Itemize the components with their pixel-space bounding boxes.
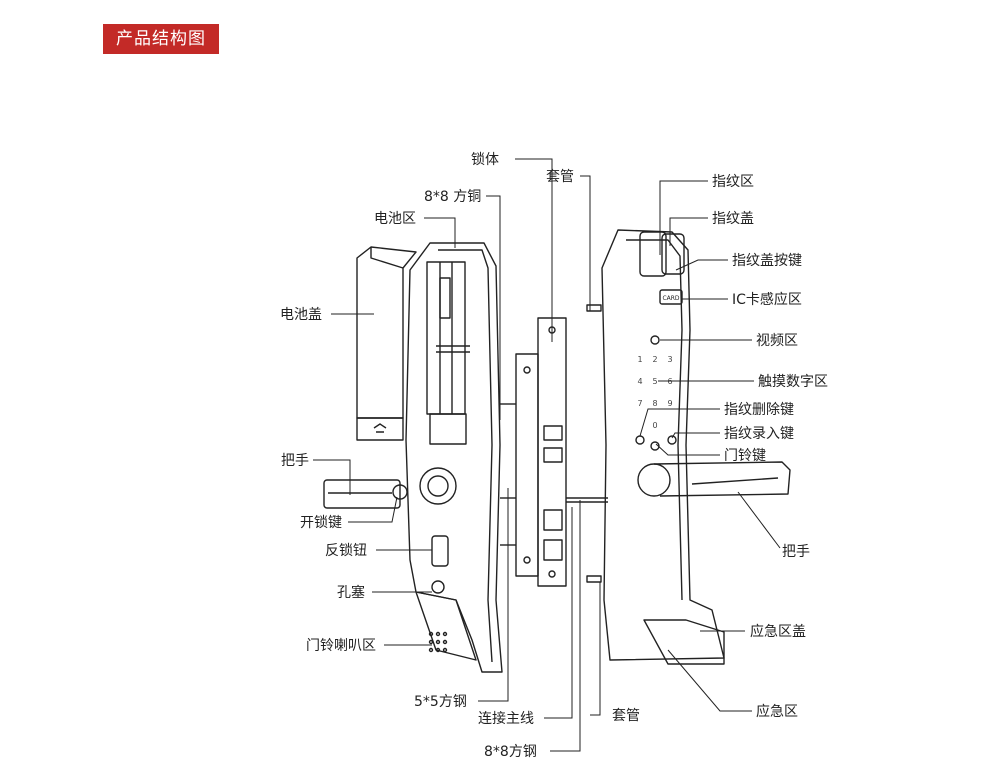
emergency-cover-part [643, 619, 725, 665]
right-handle-part [637, 461, 791, 497]
front-panel [601, 229, 725, 661]
label-sleeve-bottom: 套管 [612, 708, 640, 724]
label-battery-area: 电池区 [374, 211, 416, 227]
label-lock-body: 锁体 [471, 152, 499, 168]
keypad-digit: 4 [637, 377, 642, 386]
label-handle-right: 把手 [782, 544, 810, 560]
label-spindle-88-top: 8*8 方铜 [424, 189, 481, 205]
sleeve-spindle-parts [566, 304, 608, 583]
label-handle-left: 把手 [281, 453, 309, 469]
left-handle-part [323, 467, 457, 653]
back-panel [405, 242, 503, 673]
label-video-area: 视频区 [756, 333, 798, 349]
label-fingerprint-cover: 指纹盖 [712, 211, 754, 227]
keypad-digit: 5 [652, 377, 657, 386]
keypad-digit: 0 [652, 421, 657, 430]
keypad-digit: 1 [637, 355, 642, 364]
keypad-digit: 3 [667, 355, 672, 364]
card-text: CARD [662, 295, 679, 302]
label-fingerprint-area: 指纹区 [712, 174, 754, 190]
label-emergency-cover: 应急区盖 [750, 623, 806, 640]
label-fingerprint-cover-button: 指纹盖按键 [732, 253, 802, 269]
label-sleeve-top: 套管 [546, 169, 574, 185]
keypad-digit: 8 [652, 399, 657, 408]
label-anti-lock-knob: 反锁钮 [325, 543, 367, 559]
label-fp-enroll-key: 指纹录入键 [724, 426, 794, 442]
label-ic-card-area: IC卡感应区 [732, 291, 802, 308]
label-spindle-88-bottom: 8*8方钢 [484, 744, 537, 760]
label-emergency-area: 应急区 [756, 703, 798, 720]
label-touch-keypad: 触摸数字区 [758, 374, 828, 390]
keypad-digit: 9 [667, 399, 672, 408]
label-fp-delete-key: 指纹删除键 [724, 402, 794, 418]
label-main-cable: 连接主线 [478, 710, 534, 727]
label-speaker-area: 门铃喇叭区 [306, 638, 376, 654]
label-unlock-key: 开锁键 [300, 515, 342, 531]
mortise-lock-body [500, 317, 567, 587]
leader-lines [313, 158, 781, 752]
label-battery-cover: 电池盖 [280, 307, 322, 323]
keypad-digit: 7 [637, 399, 642, 408]
keypad-digit: 2 [652, 355, 657, 364]
page-title: 产品结构图 [103, 24, 219, 54]
label-spindle-55: 5*5方钢 [414, 694, 467, 710]
battery-cover-part [356, 246, 417, 441]
label-doorbell-key: 门铃键 [724, 448, 766, 464]
label-hole-plug: 孔塞 [337, 584, 365, 601]
